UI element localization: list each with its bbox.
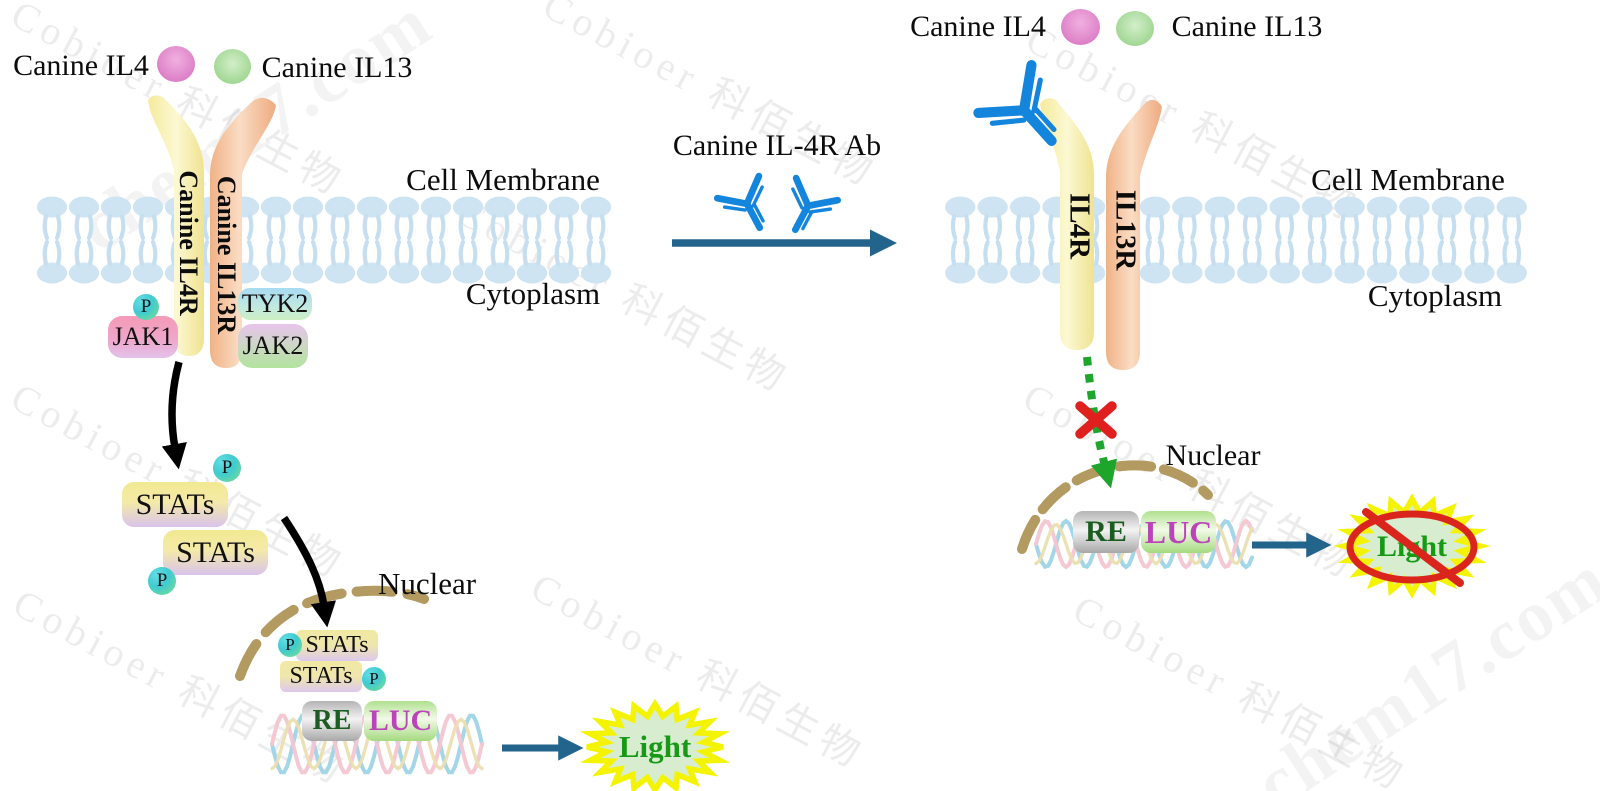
receptor-canine-il13r <box>210 97 276 368</box>
cell-membrane-label: Cell Membrane <box>406 162 600 197</box>
phospho-badge: P <box>362 667 386 691</box>
stats-badge-1: STATs <box>122 482 228 527</box>
cell-membrane-right <box>945 196 1527 284</box>
signal-arrow-down <box>161 361 187 470</box>
light-label: Light <box>1376 530 1448 563</box>
legend-il4-label: Canine IL4 <box>13 49 149 82</box>
legend-il13-label: Canine IL13 <box>1171 10 1323 43</box>
cytoplasm-label: Cytoplasm <box>1367 278 1503 313</box>
il13-ligand-icon <box>214 49 251 84</box>
phospho-badge: P <box>213 454 241 482</box>
nuclear-label: Nuclear <box>377 566 477 601</box>
receptor-il4r-label: Canine IL4R <box>174 170 203 316</box>
legend-il13-label: Canine IL13 <box>261 51 413 84</box>
antibody-name-label: Canine IL-4R Ab <box>672 129 882 162</box>
cell-membrane-label: Cell Membrane <box>1311 162 1505 197</box>
luciferase-badge: LUC <box>364 701 437 741</box>
receptor-il4r-label: IL4R <box>1063 192 1096 260</box>
receptor-canine-il4r <box>148 95 204 356</box>
antibody-icons <box>713 60 1057 234</box>
luciferase-badge: LUC <box>1141 511 1216 553</box>
blocked-cross-icon <box>1075 401 1117 439</box>
il13-ligand-icon <box>1116 11 1154 46</box>
phospho-badge: P <box>148 567 176 595</box>
light-label: Light <box>618 729 692 764</box>
nucleus-stats-badge-1: STATs <box>296 630 378 661</box>
receptor-il13r-label: IL13R <box>1109 189 1142 271</box>
response-element-badge: RE <box>1073 511 1139 553</box>
jak2-badge: JAK2 <box>238 324 308 368</box>
il4-ligand-icon <box>157 46 195 82</box>
nucleus-stats-badge-2: STATs <box>280 661 362 692</box>
phospho-badge: P <box>278 633 302 657</box>
legend-il4-label: Canine IL4 <box>910 10 1046 43</box>
cytoplasm-label: Cytoplasm <box>465 276 601 311</box>
phospho-badge: P <box>133 294 159 320</box>
response-element-badge: RE <box>302 701 362 741</box>
tyk2-badge: TYK2 <box>238 288 312 320</box>
light-bursts <box>579 493 1491 791</box>
cell-membrane-left <box>36 196 612 284</box>
jak1-badge: JAK1 <box>108 316 178 358</box>
receptor-il13r-label: Canine IL13R <box>212 175 241 335</box>
signal-arrow-to-nucleus <box>280 515 337 628</box>
nuclear-membrane-left <box>235 585 429 681</box>
stats-badge-2: STATs <box>163 530 268 575</box>
receptor-il13r <box>1106 99 1162 370</box>
nuclear-label: Nuclear <box>1165 439 1261 472</box>
receptor-il4r <box>1040 98 1094 350</box>
il4-ligand-icon <box>1061 9 1100 45</box>
